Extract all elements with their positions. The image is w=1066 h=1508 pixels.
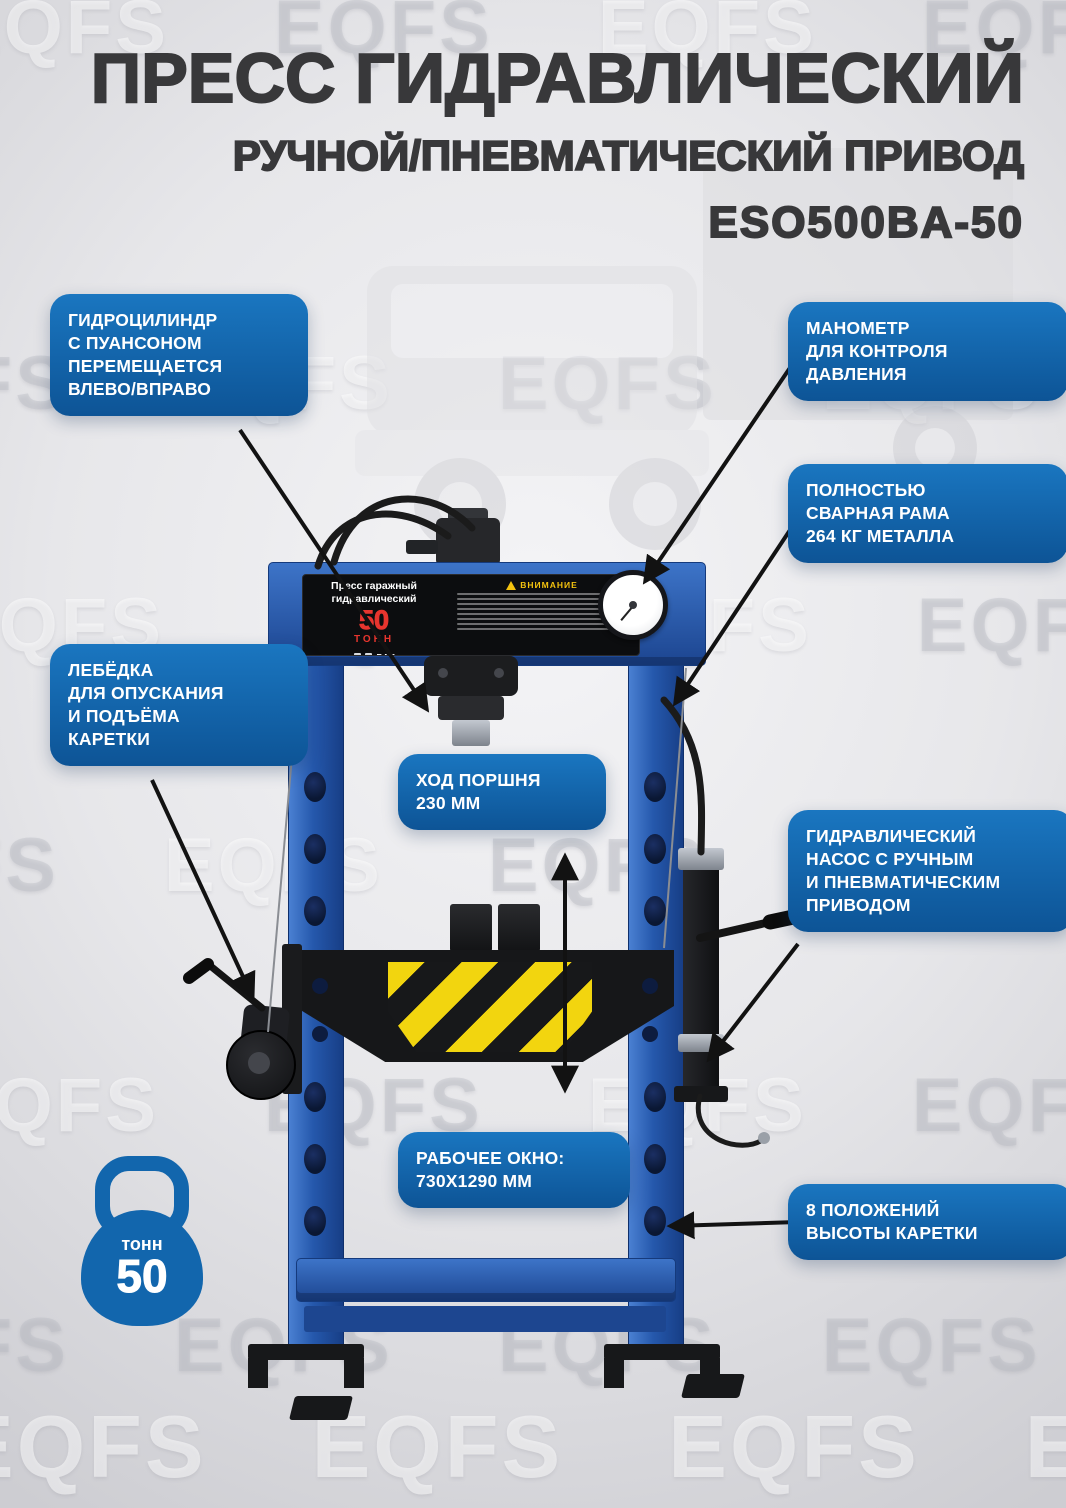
callout-frame: ПОЛНОСТЬЮ СВАРНАЯ РАМА 264 КГ МЕТАЛЛА	[788, 464, 1066, 564]
callout-arrow-manometer	[642, 354, 800, 585]
flange-bolt	[438, 668, 448, 678]
hose-fitting	[406, 540, 438, 554]
fine-print-line	[457, 608, 627, 610]
hydraulic-hose	[314, 510, 452, 570]
column-hole	[304, 834, 326, 864]
callout-arrow-pump	[706, 942, 800, 1063]
callout-arrow-frame	[672, 516, 800, 707]
press-v-block	[498, 904, 540, 952]
column-hole	[304, 1082, 326, 1112]
page-subtitle: РУЧНОЙ/ПНЕВМАТИЧЕСКИЙ ПРИВОД	[232, 132, 1025, 179]
callout-text: ГИДРОЦИЛИНДР С ПУАНСОНОМ ПЕРЕМЕЩАЕТСЯ ВЛ…	[68, 310, 223, 400]
callout-piston-stroke: ХОД ПОРШНЯ 230 ММ	[398, 754, 606, 831]
callout-text: ГИДРАВЛИЧЕСКИЙ НАСОС С РУЧНЫМ И ПНЕВМАТИ…	[806, 826, 1001, 916]
page-title: ПРЕСС ГИДРАВЛИЧЕСКИЙ	[90, 39, 1025, 117]
warning-header: ВНИМАНИЕ	[455, 580, 629, 590]
flange-bolt	[494, 668, 504, 678]
callout-text: ЛЕБЁДКА ДЛЯ ОПУСКАНИЯ И ПОДЪЁМА КАРЕТКИ	[68, 660, 224, 750]
carriage-pin-hole	[642, 978, 658, 994]
left-foot-pad	[344, 1358, 364, 1388]
column-hole	[304, 896, 326, 926]
certification-marks: EAC	[303, 647, 445, 655]
fine-print-line	[457, 618, 627, 620]
hydraulic-hose	[330, 495, 476, 566]
piston-ram	[452, 720, 490, 746]
press-name-line1: Пресс гаражный	[331, 580, 417, 592]
callout-winch: ЛЕБЁДКА ДЛЯ ОПУСКАНИЯ И ПОДЪЁМА КАРЕТКИ	[50, 644, 308, 767]
cert-icon	[364, 653, 372, 655]
column-hole	[644, 1206, 666, 1236]
winch-cable	[663, 667, 687, 949]
press-v-block	[450, 904, 492, 952]
callout-hydrocylinder: ГИДРОЦИЛИНДР С ПУАНСОНОМ ПЕРЕМЕЩАЕТСЯ ВЛ…	[50, 294, 308, 417]
capacity-badge: тонн 50	[80, 1156, 204, 1326]
right-foot	[604, 1344, 720, 1360]
air-hose-fitting	[758, 1132, 770, 1144]
column-hole	[644, 1082, 666, 1112]
column-hole	[644, 1144, 666, 1174]
fine-print-line	[457, 598, 627, 600]
fine-print-line	[457, 623, 627, 625]
callout-text: 8 ПОЛОЖЕНИЙ ВЫСОТЫ КАРЕТКИ	[806, 1200, 978, 1244]
press-tons-unit: ТОНН	[353, 634, 395, 646]
column-hole	[644, 896, 666, 926]
warning-label: ВНИМАНИЕ	[445, 575, 639, 655]
bottom-shelf-beam-lower	[304, 1306, 666, 1332]
winch-crank-arm	[204, 960, 266, 1012]
air-hose	[695, 1093, 765, 1148]
callout-text: ПОЛНОСТЬЮ СВАРНАЯ РАМА 264 КГ МЕТАЛЛА	[806, 480, 955, 547]
left-foot	[248, 1344, 364, 1360]
callout-pump: ГИДРАВЛИЧЕСКИЙ НАСОС С РУЧНЫМ И ПНЕВМАТИ…	[788, 810, 1066, 933]
callout-text: ХОД ПОРШНЯ 230 ММ	[416, 770, 541, 814]
bottom-shelf-beam	[296, 1258, 676, 1302]
kettlebell-body-icon: тонн 50	[81, 1210, 203, 1326]
carriage-pin-hole	[312, 978, 328, 994]
winch-crank-handle	[183, 958, 214, 984]
badge-unit: тонн	[121, 1234, 163, 1254]
callout-work-window: РАБОЧЕЕ ОКНО: 730Х1290 ММ	[398, 1132, 630, 1209]
column-hole	[304, 1144, 326, 1174]
model-number: ESO500BA-50	[708, 198, 1024, 247]
winch-hub	[248, 1052, 270, 1074]
left-foot-pad	[248, 1358, 268, 1388]
cert-icon	[353, 653, 361, 655]
fine-print-line	[457, 593, 627, 595]
pump-hose	[660, 696, 706, 856]
callout-text: МАНОМЕТР ДЛЯ КОНТРОЛЯ ДАВЛЕНИЯ	[806, 318, 948, 385]
badge-value: 50	[116, 1250, 168, 1302]
callout-arrow-hydrocylinder	[238, 428, 430, 713]
callout-arrow-winch	[150, 779, 256, 1002]
callout-text: РАБОЧЕЕ ОКНО: 730Х1290 ММ	[416, 1148, 565, 1192]
pump-lever	[696, 918, 774, 942]
fine-print-line	[457, 613, 627, 615]
warning-title: ВНИМАНИЕ	[520, 580, 578, 590]
cylinder-body	[438, 696, 504, 720]
press-label-panel: Пресс гаражный гидравлический 50 ТОНН EA…	[302, 574, 640, 656]
callout-carriage-positions: 8 ПОЛОЖЕНИЙ ВЫСОТЫ КАРЕТКИ	[788, 1184, 1066, 1261]
right-foot-pad	[604, 1358, 624, 1388]
callout-arrow-positions	[666, 1211, 799, 1240]
gauge-hub	[629, 601, 637, 609]
callout-manometer: МАНОМЕТР ДЛЯ КОНТРОЛЯ ДАВЛЕНИЯ	[788, 302, 1066, 402]
carriage-pin-hole	[312, 1026, 328, 1042]
column-hole	[304, 1206, 326, 1236]
fine-print-line	[457, 603, 627, 605]
pump-top-cap	[678, 848, 724, 870]
column-hole	[644, 834, 666, 864]
warning-triangle-icon	[506, 580, 517, 590]
column-hole	[304, 772, 326, 802]
column-hole	[644, 772, 666, 802]
fine-print-line	[457, 628, 627, 630]
eac-mark: EAC	[377, 653, 397, 655]
carriage-pin-hole	[642, 1026, 658, 1042]
